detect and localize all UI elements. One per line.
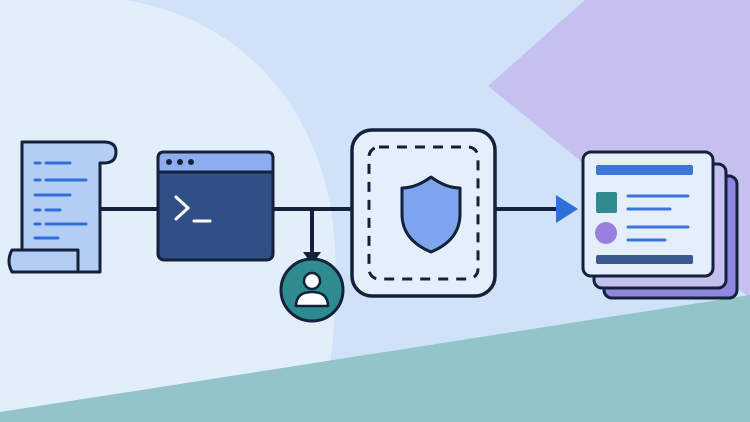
sandbox-container [350, 128, 497, 298]
terminal-prompt-chevron [174, 195, 190, 221]
scroll-text-lines [33, 161, 88, 240]
card-footer-bar [596, 255, 693, 264]
sandbox-dashed-boundary [367, 145, 480, 281]
terminal-header [156, 150, 275, 174]
user-avatar-icon [279, 257, 345, 323]
avatar-head [302, 271, 322, 291]
shield-icon [400, 175, 462, 254]
card-front [581, 150, 715, 278]
scroll-document-icon [7, 140, 118, 274]
card-circle-thumb [595, 222, 617, 244]
terminal-dot-1 [166, 159, 172, 165]
card-square-thumb [596, 192, 617, 213]
arrow-head-output [556, 195, 578, 223]
stacked-cards-icon [581, 150, 739, 300]
terminal-dot-2 [177, 159, 183, 165]
card-header-bar [596, 165, 693, 175]
terminal-window-icon [156, 150, 275, 262]
terminal-dot-3 [188, 159, 194, 165]
teal-bottom-band [0, 295, 750, 422]
scroll-bottom-roll [7, 248, 80, 274]
avatar-shoulders [294, 290, 330, 308]
